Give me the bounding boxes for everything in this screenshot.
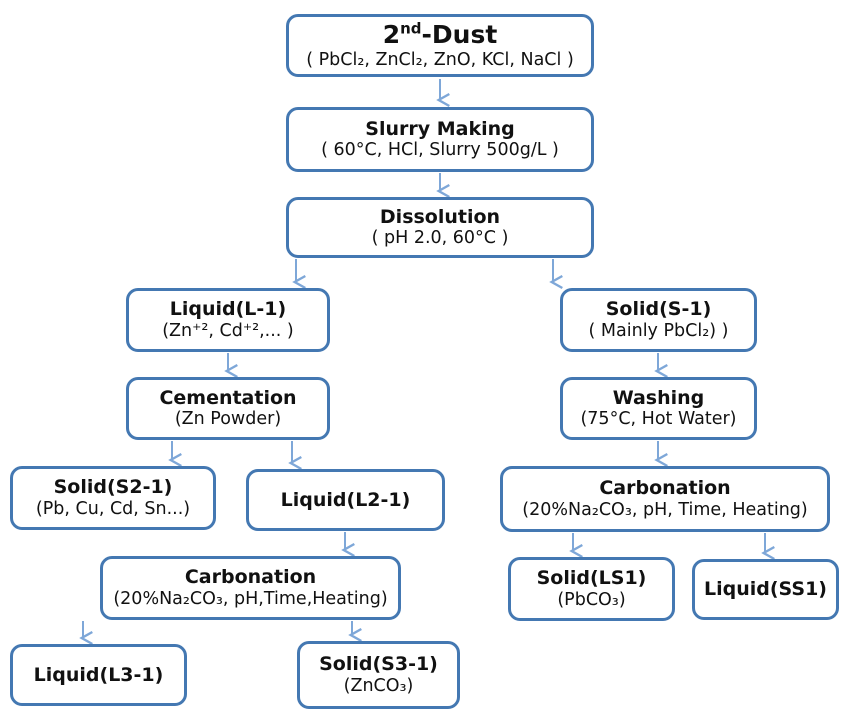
node-2nd-dust: 2nd-Dust ( PbCl₂, ZnCl₂, ZnO, KCl, NaCl …	[286, 14, 594, 77]
node-subtitle: ( Mainly PbCl₂) )	[588, 320, 729, 341]
node-subtitle: ( pH 2.0, 60°C )	[371, 228, 509, 249]
node-washing: Washing (75°C, Hot Water)	[560, 377, 757, 440]
node-title: Liquid(L-1)	[169, 298, 287, 321]
node-subtitle: (PbCO₃)	[557, 589, 626, 610]
node-title: Solid(LS1)	[536, 567, 647, 590]
node-title: Dissolution	[379, 205, 501, 228]
node-title: Slurry Making	[365, 117, 515, 140]
node-solid-s1: Solid(S-1) ( Mainly PbCl₂) )	[560, 288, 757, 352]
node-subtitle: (ZnCO₃)	[343, 675, 414, 696]
node-title: Carbonation	[184, 566, 317, 589]
node-liquid-ss1: Liquid(SS1)	[692, 559, 839, 620]
node-subtitle: (Zn Powder)	[174, 409, 282, 430]
node-dissolution: Dissolution ( pH 2.0, 60°C )	[286, 197, 594, 258]
node-title: 2nd-Dust	[382, 20, 498, 50]
node-slurry-making: Slurry Making ( 60°C, HCl, Slurry 500g/L…	[286, 107, 594, 172]
node-liquid-l1: Liquid(L-1) (Zn⁺², Cd⁺²,... )	[126, 288, 330, 352]
node-subtitle: ( 60°C, HCl, Slurry 500g/L )	[321, 140, 559, 161]
node-cementation: Cementation (Zn Powder)	[126, 377, 330, 440]
node-title: Liquid(L2-1)	[280, 488, 411, 511]
node-solid-s2-1: Solid(S2-1) (Pb, Cu, Cd, Sn...)	[10, 466, 216, 530]
node-title: Liquid(SS1)	[704, 578, 827, 601]
node-subtitle: (20%Na₂CO₃, pH,Time,Heating)	[113, 588, 388, 609]
node-solid-s3-1: Solid(S3-1) (ZnCO₃)	[297, 641, 460, 709]
node-title: Liquid(L3-1)	[33, 663, 164, 686]
node-title: Cementation	[159, 386, 297, 409]
node-liquid-l2-1: Liquid(L2-1)	[246, 469, 445, 531]
node-liquid-l3-1: Liquid(L3-1)	[10, 644, 187, 706]
node-solid-ls1: Solid(LS1) (PbCO₃)	[508, 557, 675, 621]
node-title: Solid(S3-1)	[319, 653, 438, 676]
node-subtitle: (75°C, Hot Water)	[580, 409, 737, 430]
node-subtitle: (Zn⁺², Cd⁺²,... )	[162, 320, 294, 341]
node-subtitle: (20%Na₂CO₃, pH, Time, Heating)	[522, 499, 808, 520]
node-title: Solid(S-1)	[605, 298, 712, 321]
node-subtitle: (Pb, Cu, Cd, Sn...)	[35, 498, 191, 519]
node-carbonation-right: Carbonation (20%Na₂CO₃, pH, Time, Heatin…	[500, 466, 830, 532]
node-title: Carbonation	[599, 477, 731, 500]
node-title: Solid(S2-1)	[53, 476, 173, 499]
node-subtitle: ( PbCl₂, ZnCl₂, ZnO, KCl, NaCl )	[306, 49, 574, 70]
node-title: Washing	[612, 386, 705, 409]
node-carbonation-left: Carbonation (20%Na₂CO₃, pH,Time,Heating)	[100, 556, 401, 620]
